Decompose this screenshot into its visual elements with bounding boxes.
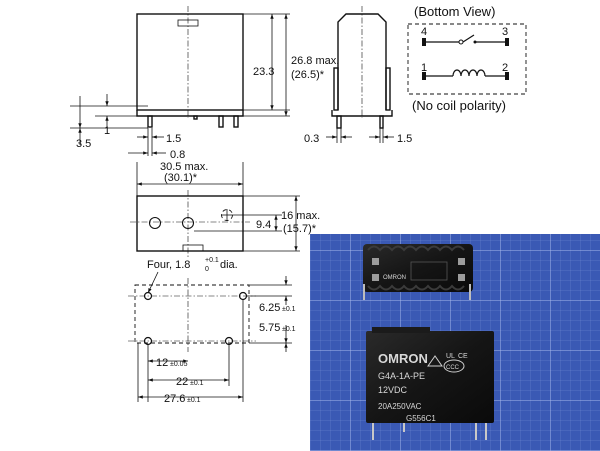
- relay-bottom-image: OMRON: [363, 244, 473, 300]
- length-max-label: 30.5 max.: [160, 161, 208, 173]
- top-view: 30.5 max. (30.1)* 16 max. (15.7)* 9.4: [130, 161, 320, 258]
- row-spacing-label: 5.75: [259, 322, 280, 334]
- width-max-label: 16 max.: [281, 210, 320, 222]
- spacing-a-label: 12: [156, 357, 168, 369]
- pin-thickness-label: 0.8: [170, 149, 185, 161]
- row-offset-label: 6.25: [259, 302, 280, 314]
- pin-1-label: 1: [421, 62, 427, 74]
- width-alt-label: (15.7)*: [283, 223, 317, 235]
- height-alt-label: (26.5)*: [291, 69, 325, 81]
- relay-bottom-brand: OMRON: [383, 275, 406, 281]
- relay-model-text: G4A-1A-PE: [378, 371, 425, 381]
- holes-tol-upper: +0.1: [205, 257, 219, 264]
- pin-length-label: 3.5: [76, 138, 91, 150]
- relay-voltage-text: 12VDC: [378, 385, 408, 395]
- relay-photo: OMRON OMRON G4A-1A-PE 12VDC 20A250VAC G5…: [310, 234, 600, 451]
- schematic-title: (Bottom View): [414, 4, 495, 19]
- cert-ccc-text: CCC: [446, 365, 460, 371]
- spacing-a-tol: ±0.05: [170, 361, 188, 368]
- certification-marks-icon: UL CE CCC: [427, 353, 468, 373]
- hole-line-label: 9.4: [256, 219, 271, 231]
- pin-offset-label: 1: [104, 125, 110, 137]
- row-offset-tol: ±0.1: [282, 306, 296, 313]
- pin-4-label: 4: [421, 26, 427, 38]
- front-view: 26.8 max. (26.5)* 23.3 3.5 1 1.5 0.8: [70, 6, 339, 161]
- relay-top-image: OMRON G4A-1A-PE 12VDC 20A250VAC G556C1 U…: [366, 327, 494, 440]
- relay-lot-text: G556C1: [406, 414, 436, 423]
- length-alt-label: (30.1)*: [164, 172, 198, 184]
- row-spacing-tol: ±0.1: [282, 326, 296, 333]
- bottom-view-schematic: (Bottom View) 4 3 1 2 (No coil polarity): [407, 4, 527, 113]
- cert-ce-text: CE: [458, 353, 468, 360]
- spacing-c-label: 27.6: [164, 393, 185, 405]
- pin-2-label: 2: [502, 62, 508, 74]
- holes-note-suffix: dia.: [220, 259, 238, 271]
- holes-note: Four, 1.8: [147, 259, 190, 271]
- coil-icon: [452, 69, 486, 77]
- cert-ul-text: UL: [446, 353, 455, 360]
- side-pin-thickness-label: 0.3: [304, 133, 319, 145]
- relay-brand-text: OMRON: [378, 351, 428, 366]
- body-height-label: 23.3: [253, 66, 274, 78]
- height-max-label: 26.8 max.: [291, 55, 339, 67]
- side-view: 0.3 1.5: [304, 6, 412, 145]
- pcb-layout: Four, 1.8 +0.1 0 dia. 6.25 ±0.1 5.75 ±0.…: [128, 257, 296, 405]
- schematic-footer: (No coil polarity): [412, 98, 506, 113]
- pin-3-label: 3: [502, 26, 508, 38]
- spacing-b-tol: ±0.1: [190, 380, 204, 387]
- spacing-b-label: 22: [176, 376, 188, 388]
- side-pin-width-label: 1.5: [397, 133, 412, 145]
- spacing-c-tol: ±0.1: [187, 397, 201, 404]
- holes-tol-lower: 0: [205, 266, 209, 273]
- pin-width-label: 1.5: [166, 133, 181, 145]
- relay-rating-text: 20A250VAC: [378, 402, 422, 411]
